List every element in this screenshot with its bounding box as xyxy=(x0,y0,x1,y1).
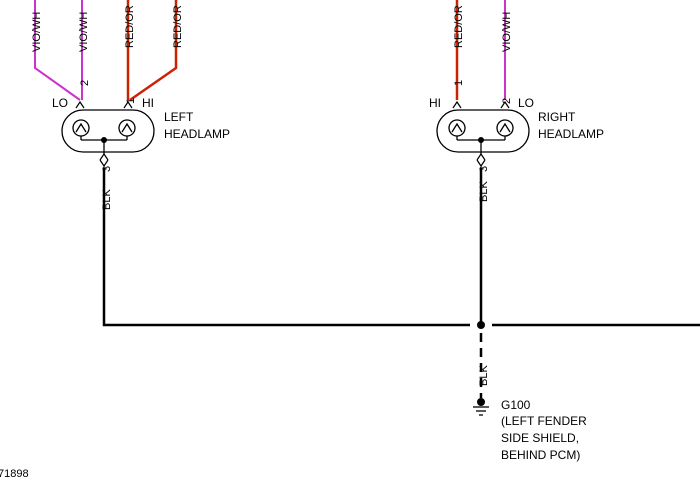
left-red-wire-2 xyxy=(129,0,178,102)
splice-point xyxy=(477,321,485,329)
right-wire-label-red: RED/OR xyxy=(453,5,465,48)
right-hi-label: HI xyxy=(429,96,441,110)
left-hi-label: HI xyxy=(142,96,154,110)
right-headlamp-center-dot xyxy=(478,137,484,143)
right-pin-3-number: 3 xyxy=(478,166,490,172)
ground-id: G100 xyxy=(501,398,531,412)
ground-wire-label: BLK xyxy=(478,365,490,386)
figure-number: 71898 xyxy=(0,468,29,480)
right-wire-label-vio: VIO/WH xyxy=(501,12,513,52)
right-headlamp-body xyxy=(436,109,530,154)
left-connector-terminals xyxy=(75,100,133,168)
right-pin-2-number: 2 xyxy=(501,98,513,104)
left-headlamp-name-line1: LEFT xyxy=(164,110,194,124)
ground-symbol xyxy=(473,398,489,416)
left-wire-label-red2: RED/OR xyxy=(172,5,184,48)
left-headlamp-name-line2: HEADLAMP xyxy=(164,127,230,141)
left-pin-1-number: 1 xyxy=(125,98,137,104)
left-headlamp-body xyxy=(61,109,155,154)
right-headlamp-name-line1: RIGHT xyxy=(538,110,576,124)
right-lo-label: LO xyxy=(518,96,534,110)
left-wire-label-vio1: VIO/WH xyxy=(31,12,43,52)
left-headlamp-wires xyxy=(34,0,178,102)
left-pin-3-number: 3 xyxy=(101,166,113,172)
ground-location-line1: (LEFT FENDER xyxy=(501,414,587,428)
left-ground-wire xyxy=(102,168,470,327)
right-headlamp-name-line2: HEADLAMP xyxy=(538,127,604,141)
left-pin-2-number: 2 xyxy=(79,80,91,86)
left-lo-label: LO xyxy=(52,96,68,110)
left-headlamp-center-dot xyxy=(101,137,107,143)
ground-location-line2: SIDE SHIELD, xyxy=(501,431,579,445)
right-pin-1-number: 1 xyxy=(453,80,465,86)
left-wire-label-red1: RED/OR xyxy=(124,5,136,48)
left-violet-wire-1 xyxy=(34,0,81,101)
left-wire-label-vio2: VIO/WH xyxy=(78,12,90,52)
right-headlamp-wires xyxy=(455,0,506,100)
ground-location-line3: BEHIND PCM) xyxy=(501,448,580,462)
